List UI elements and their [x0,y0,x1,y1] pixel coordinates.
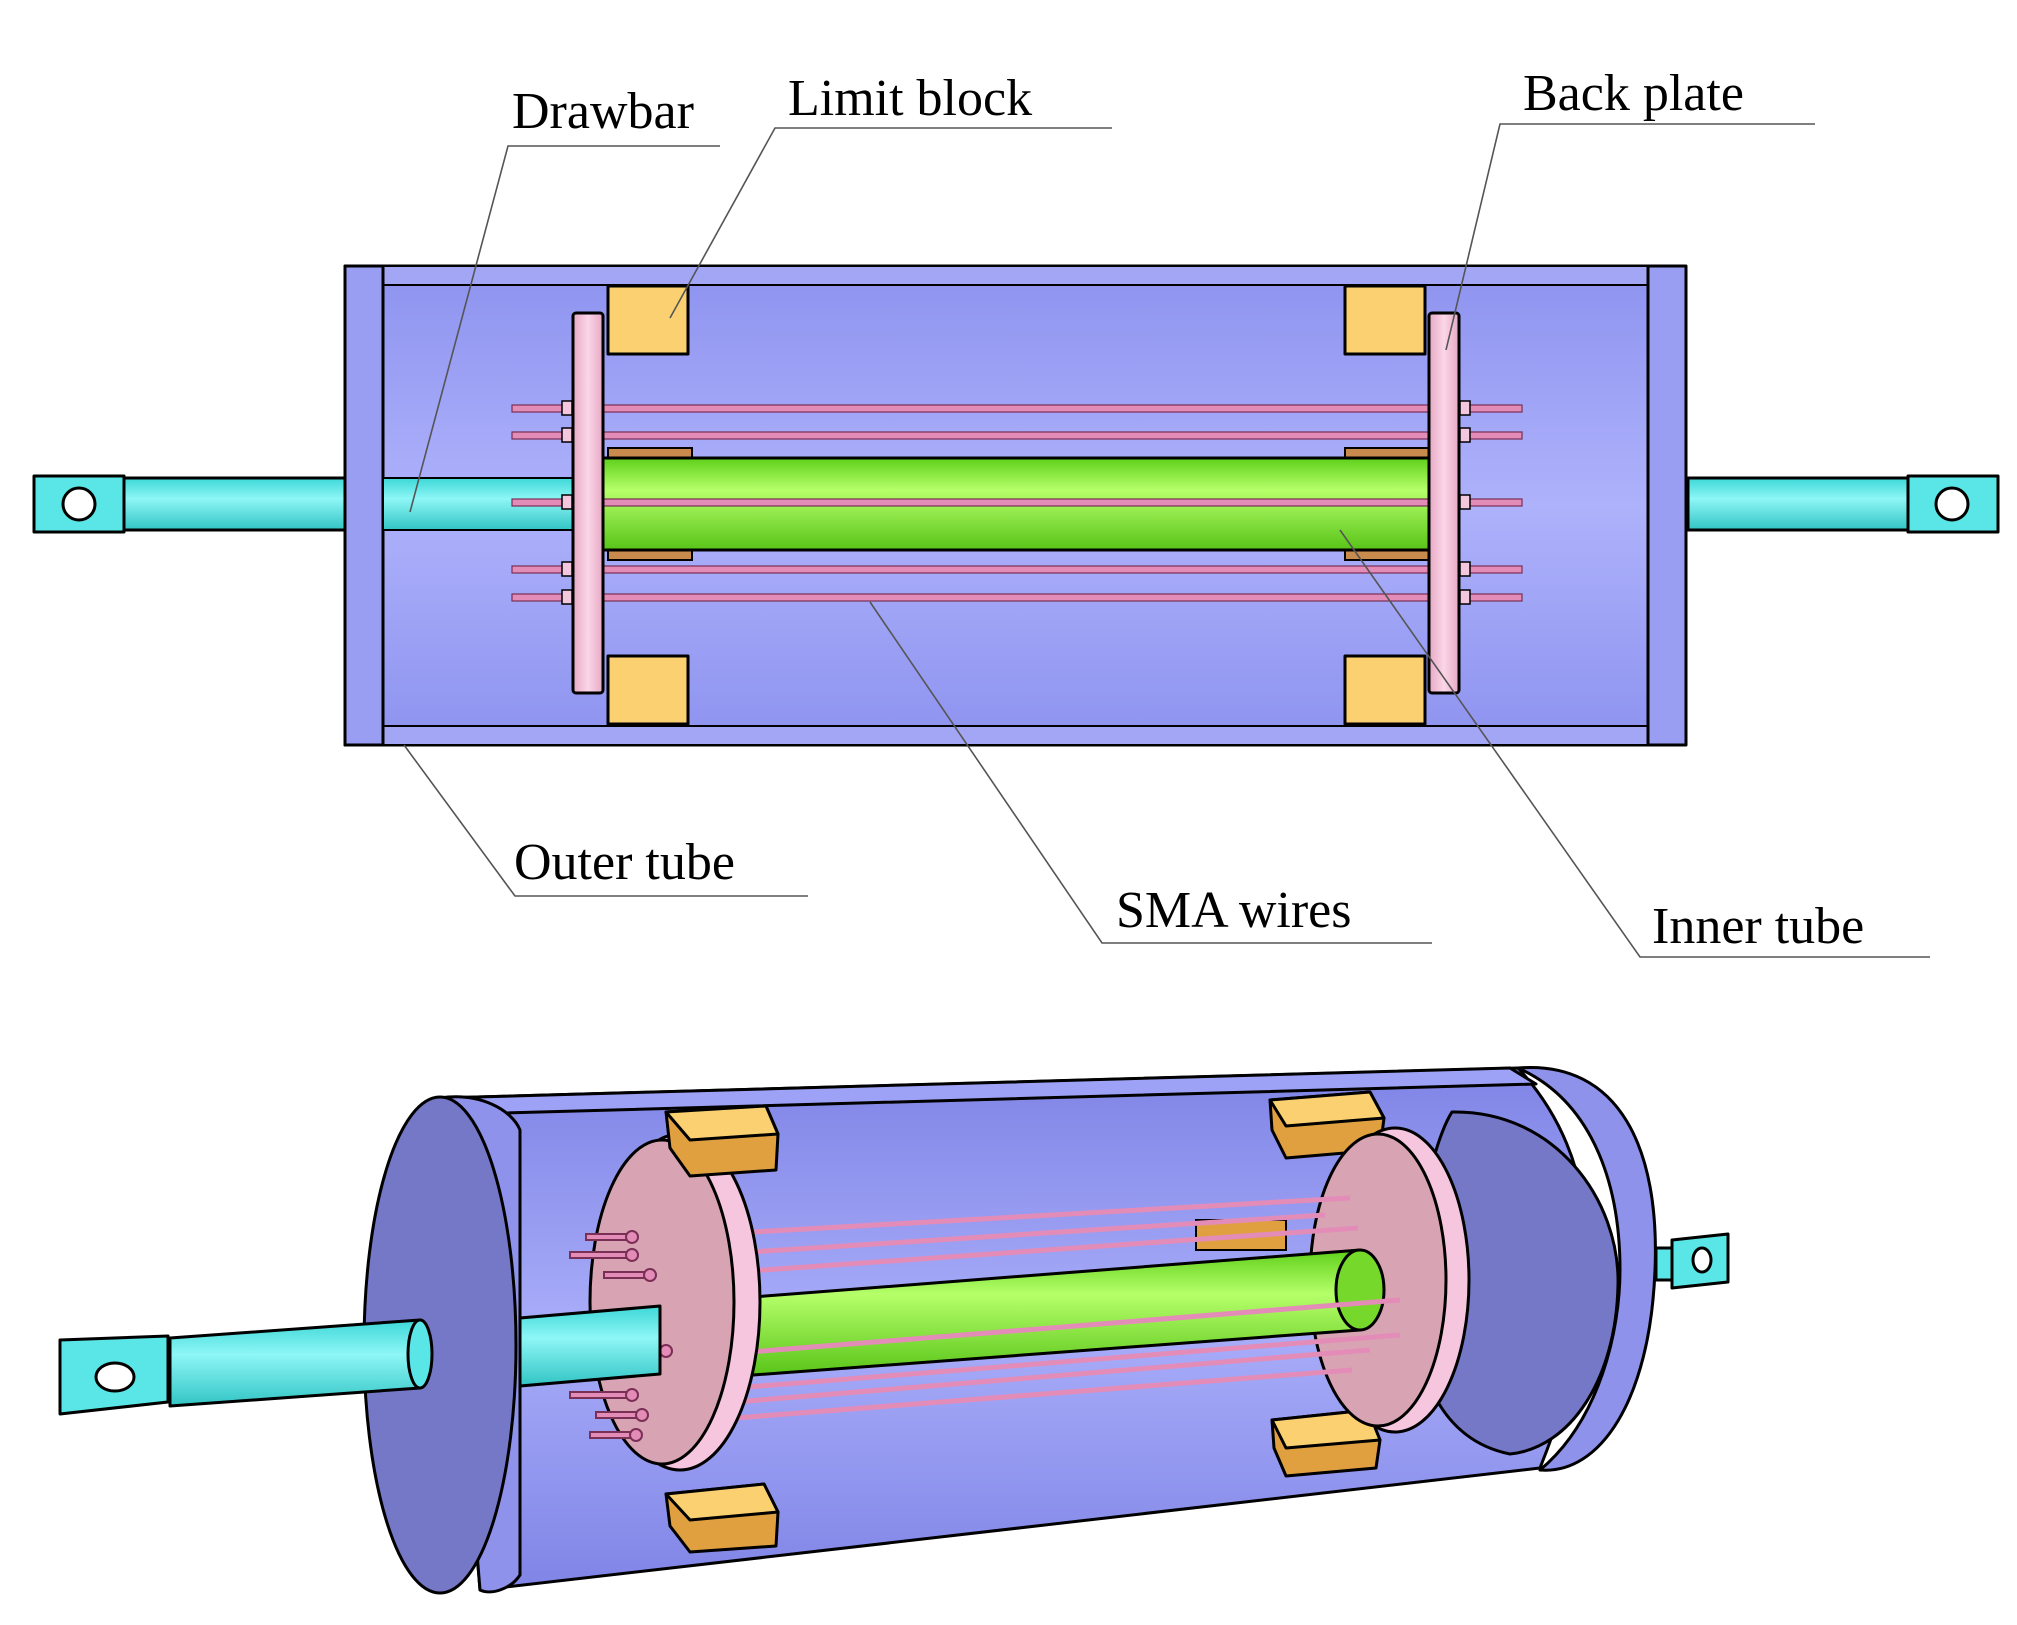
isometric-cutaway-view [58,1066,1730,1595]
iso-left-drawbar [58,1304,662,1416]
label-sma-wires: SMA wires [1116,882,1351,939]
label-limit-block: Limit block [788,70,1032,127]
iso-inner-tube [738,1219,1386,1378]
label-back-plate: Back plate [1523,65,1744,122]
iso-sma-wires [734,1195,1401,1421]
cross-section-view [32,264,2000,747]
label-drawbar: Drawbar [512,83,694,140]
label-inner-tube: Inner tube [1652,898,1864,955]
iso-left-back-plate [588,1132,762,1472]
back-plates [561,311,1471,695]
iso-left-limit-blocks [664,1104,780,1554]
iso-right-drawbar [1654,1232,1730,1290]
part-labels: Drawbar Limit block Back plate Outer tub… [512,65,1864,955]
limit-blocks [606,284,1427,726]
leader-lines [403,123,1930,958]
right-drawbar [1686,474,2000,534]
sma-wires [511,404,1523,602]
iso-right-end-cap [1516,1066,1657,1472]
left-drawbar [32,474,352,534]
label-outer-tube: Outer tube [514,834,735,891]
